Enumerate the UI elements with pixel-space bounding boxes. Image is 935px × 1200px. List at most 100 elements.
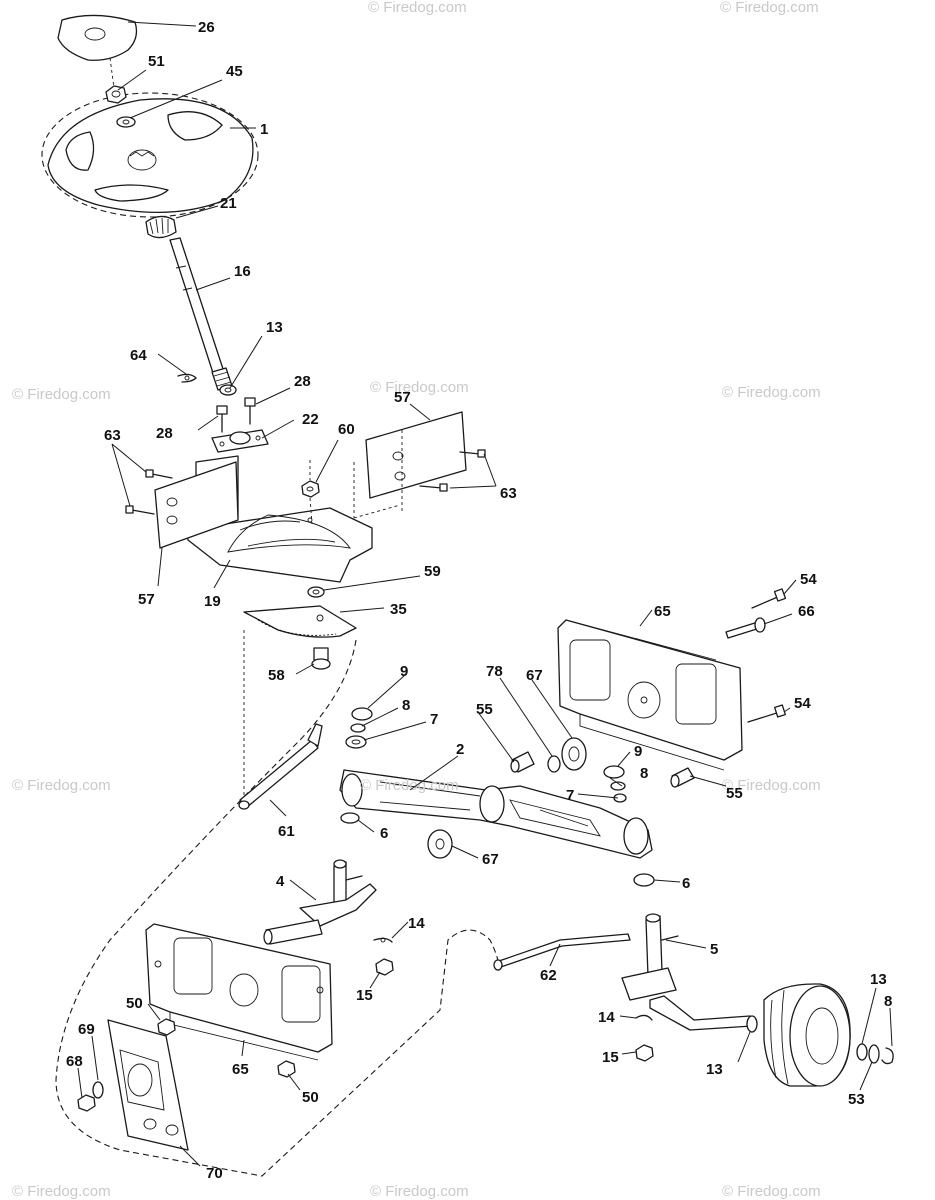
part-steering-cap	[57, 14, 138, 61]
callout-59: 59	[424, 563, 441, 580]
part-steering-adapter-21	[145, 215, 177, 239]
callout-14-right: 14	[598, 1009, 615, 1026]
part-washer-13b	[746, 1015, 758, 1033]
part-washer-6b	[633, 873, 655, 887]
watermark-top-center: © Firedog.com	[368, 0, 467, 16]
part-nut-60	[301, 480, 320, 498]
part-washer-78	[547, 755, 561, 773]
callout-16: 16	[234, 263, 251, 280]
part-spacer-55b	[670, 767, 695, 788]
part-washer-69	[92, 1081, 104, 1099]
watermark-bottom-right: © Firedog.com	[722, 1183, 821, 1200]
part-clip-8c	[881, 1047, 894, 1065]
callout-13-top: 13	[266, 319, 283, 336]
callout-53: 53	[848, 1091, 865, 1108]
callout-54-top: 54	[800, 571, 817, 588]
callout-8-right: 8	[640, 765, 648, 782]
callout-69: 69	[78, 1021, 95, 1038]
callout-7-left: 7	[430, 711, 438, 728]
callout-63-right: 63	[500, 485, 517, 502]
callout-15-left: 15	[356, 987, 373, 1004]
part-spacer-55a	[510, 751, 535, 773]
part-screw-63b	[125, 505, 155, 515]
part-bolt-54b	[747, 704, 786, 723]
part-cap-9a	[351, 707, 373, 721]
callout-65-right: 65	[654, 603, 671, 620]
part-steering-bracket-19	[185, 455, 373, 583]
part-screw-63d	[419, 483, 448, 492]
watermarks: © Firedog.com © Firedog.com © Firedog.co…	[12, 0, 821, 1200]
part-frame-plate-65a	[557, 619, 743, 771]
part-steering-wheel	[41, 92, 259, 218]
part-washer-53	[868, 1044, 880, 1064]
watermark-bottom-left: © Firedog.com	[12, 1183, 111, 1200]
callout-labels: 26 51 45 1 21 16 13 64 28 28 22 63 60 57…	[66, 19, 892, 1182]
callout-14-left: 14	[408, 915, 425, 932]
part-spindle-5	[621, 913, 753, 1031]
callout-63-left: 63	[104, 427, 121, 444]
part-clip-8a	[350, 723, 366, 733]
part-spindle-4	[263, 859, 377, 945]
callout-64: 64	[130, 347, 147, 364]
callout-9-right: 9	[634, 743, 642, 760]
callout-22: 22	[302, 411, 319, 428]
callout-26: 26	[198, 19, 215, 36]
callout-4: 4	[276, 873, 285, 890]
callout-51: 51	[148, 53, 165, 70]
callout-35: 35	[390, 601, 407, 618]
callout-13-spindle: 13	[706, 1061, 723, 1078]
part-bolt-54a	[751, 588, 787, 609]
callout-13-wheel: 13	[870, 971, 887, 988]
callout-8-left: 8	[402, 697, 410, 714]
callout-19: 19	[204, 593, 221, 610]
watermark-right-lower: © Firedog.com	[722, 777, 821, 794]
callout-62: 62	[540, 967, 557, 984]
callout-15-right: 15	[602, 1049, 619, 1066]
part-washer-6a	[340, 812, 360, 824]
callout-70: 70	[206, 1165, 223, 1182]
callout-6-left: 6	[380, 825, 388, 842]
callout-8-wheel: 8	[884, 993, 892, 1010]
part-nut-15a	[375, 958, 394, 976]
callout-58: 58	[268, 667, 285, 684]
part-frame-plate-65b	[145, 923, 333, 1061]
part-side-plate-57b	[353, 411, 467, 519]
watermark-bottom-center: © Firedog.com	[370, 1183, 469, 1200]
part-clip-14b	[635, 1014, 653, 1021]
part-drag-link-61	[238, 723, 323, 810]
part-bushing-67a	[561, 737, 587, 771]
part-nut-50b	[277, 1060, 296, 1078]
callout-2: 2	[456, 741, 464, 758]
part-cap-9b	[603, 765, 625, 779]
leader-lines	[77, 21, 893, 1167]
callout-1: 1	[260, 121, 268, 138]
callout-60: 60	[338, 421, 355, 438]
part-nut-15b	[635, 1044, 654, 1062]
callout-55-right: 55	[726, 785, 743, 802]
callout-9-left: 9	[400, 663, 408, 680]
callout-78: 78	[486, 663, 503, 680]
callout-67-bottom: 67	[482, 851, 499, 868]
part-bolt-28a	[216, 405, 228, 433]
part-nut-51	[105, 85, 127, 104]
part-washer-13	[219, 384, 237, 396]
callout-5: 5	[710, 941, 718, 958]
part-sector-gear-35	[243, 605, 357, 638]
watermark-right-upper: © Firedog.com	[722, 384, 821, 401]
part-bearing-22	[211, 429, 269, 453]
part-bolt-28b	[244, 397, 256, 425]
part-screw-63a	[145, 469, 173, 479]
part-screw-63c	[459, 449, 486, 458]
callout-57-right: 57	[394, 389, 411, 406]
part-bolt-66	[725, 617, 766, 639]
callout-28-right: 28	[294, 373, 311, 390]
part-side-plate-57a	[154, 461, 239, 549]
callout-66: 66	[798, 603, 815, 620]
callout-28-left: 28	[156, 425, 173, 442]
callout-6-right: 6	[682, 875, 690, 892]
callout-21: 21	[220, 195, 237, 212]
callout-67-top: 67	[526, 667, 543, 684]
watermark-center-upper: © Firedog.com	[370, 379, 469, 396]
part-clip-64	[177, 373, 197, 383]
